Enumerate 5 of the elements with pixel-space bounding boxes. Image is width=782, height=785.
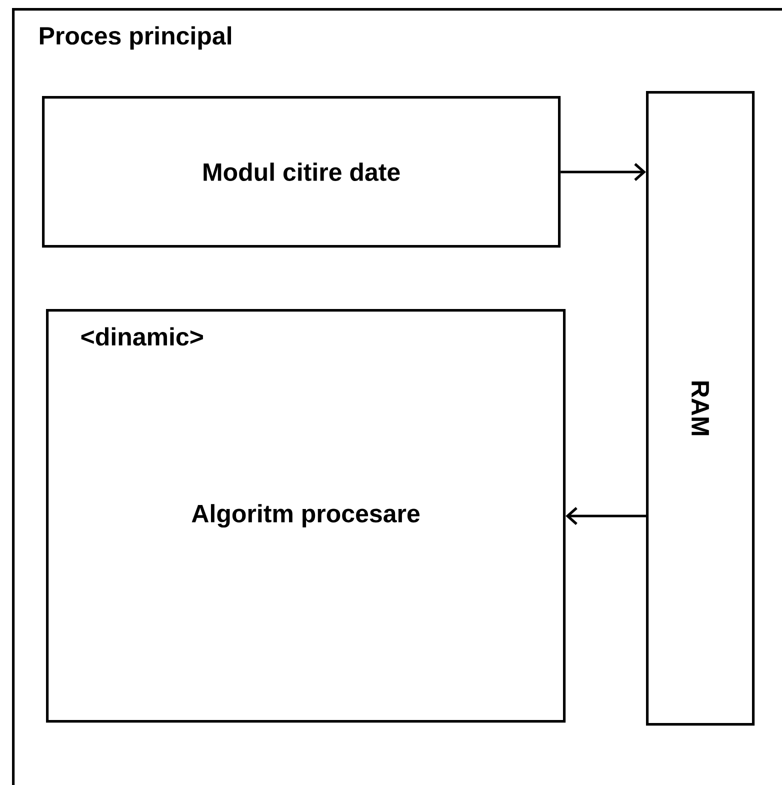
process-box: Modul citire date [42, 96, 561, 248]
arrow [566, 507, 646, 525]
process-box: <dinamic> Algoritm procesare [46, 309, 566, 723]
arrow [560, 163, 646, 181]
memory-box: RAM [646, 91, 755, 726]
